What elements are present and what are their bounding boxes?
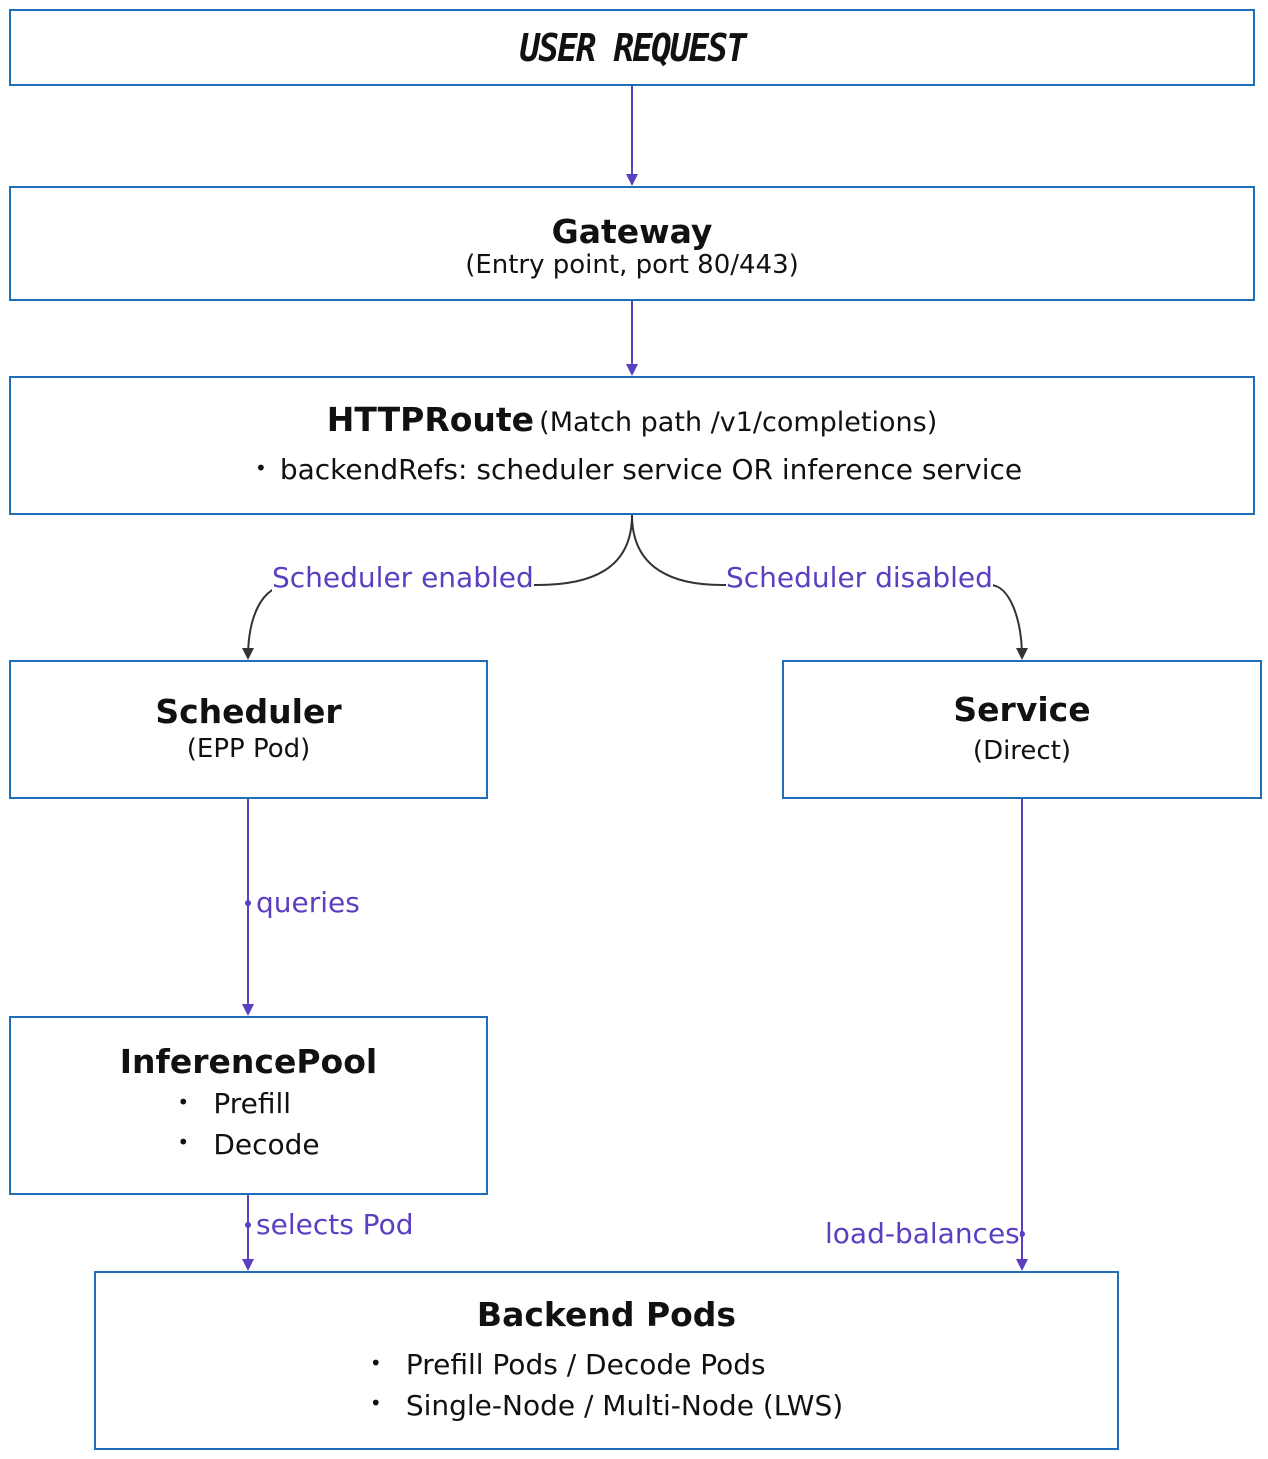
edge-label-load-balances: load-balances xyxy=(825,1217,1020,1250)
node-scheduler-subtitle: (EPP Pod) xyxy=(186,734,311,765)
node-httproute-subtitle: (Match path /v1/completions) xyxy=(539,407,938,438)
dot-selects-pod xyxy=(245,1222,251,1228)
node-gateway: Gateway (Entry point, port 80/443) xyxy=(9,186,1255,301)
dot-load-balances xyxy=(1019,1231,1025,1237)
edge-label-selects-pod: selects Pod xyxy=(256,1208,414,1241)
node-httproute-title: HTTPRoute xyxy=(326,400,535,439)
node-inference-pool: InferencePool Prefill Decode xyxy=(9,1016,488,1195)
node-httproute: HTTPRoute (Match path /v1/completions) b… xyxy=(9,376,1255,515)
node-service-title: Service xyxy=(953,690,1091,729)
node-service: Service (Direct) xyxy=(782,660,1262,799)
node-user-request: USER REQUEST xyxy=(9,9,1255,86)
list-item: Single-Node / Multi-Node (LWS) xyxy=(370,1386,843,1427)
edge-label-scheduler-disabled: Scheduler disabled xyxy=(726,561,993,594)
edge-label-queries: queries xyxy=(256,886,360,919)
list-item: Decode xyxy=(177,1125,319,1166)
list-item: Prefill xyxy=(177,1084,319,1125)
node-user-request-title: USER REQUEST xyxy=(519,25,746,70)
node-backend-pods-title: Backend Pods xyxy=(476,1295,737,1334)
node-inference-pool-bullets: Prefill Decode xyxy=(177,1084,319,1165)
edge-httproute-to-service xyxy=(631,514,1028,660)
node-scheduler-title: Scheduler xyxy=(155,692,342,731)
node-httproute-bullet: backendRefs: scheduler service OR infere… xyxy=(11,453,1253,486)
dot-queries xyxy=(245,900,251,906)
node-gateway-subtitle: (Entry point, port 80/443) xyxy=(465,250,799,281)
node-inference-pool-title: InferencePool xyxy=(119,1042,378,1081)
node-backend-pods-bullets: Prefill Pods / Decode Pods Single-Node /… xyxy=(370,1345,843,1426)
edge-label-scheduler-enabled: Scheduler enabled xyxy=(272,561,534,594)
node-service-subtitle: (Direct) xyxy=(972,736,1072,767)
edge-httproute-to-scheduler xyxy=(242,514,633,660)
node-backend-pods: Backend Pods Prefill Pods / Decode Pods … xyxy=(94,1271,1119,1450)
node-scheduler: Scheduler (EPP Pod) xyxy=(9,660,488,799)
node-gateway-title: Gateway xyxy=(551,212,713,251)
list-item: Prefill Pods / Decode Pods xyxy=(370,1345,843,1386)
